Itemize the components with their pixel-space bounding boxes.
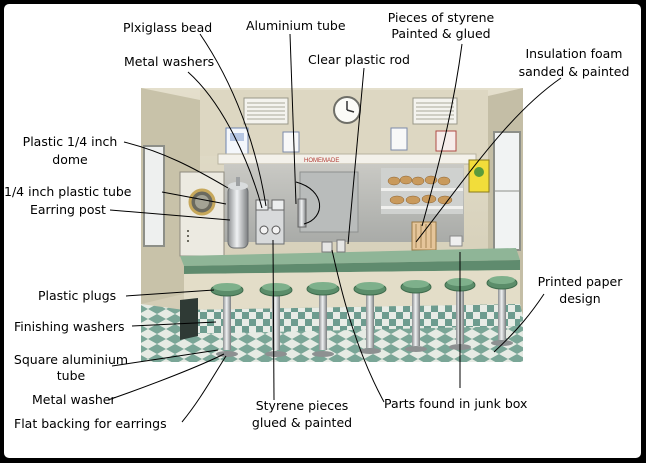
- label-plastic-tube: 1/4 inch plastic tube: [4, 184, 132, 199]
- photo-area: HOMEMADE: [141, 88, 523, 362]
- label-insulation-foam-line2: sanded & painted: [518, 64, 630, 79]
- label-clear-plastic-rod: Clear plastic rod: [308, 52, 410, 67]
- label-plastic-dome-line2: dome: [52, 152, 88, 167]
- label-square-tube-line1: Square aluminium: [13, 352, 129, 367]
- diner-diorama-photo: HOMEMADE: [107, 33, 562, 423]
- label-metal-washers: Metal washers: [124, 54, 215, 69]
- menu-strip-text: HOMEMADE: [304, 158, 339, 164]
- label-styrene-glued-line2: glued & painted: [251, 415, 353, 430]
- stools: [210, 276, 518, 357]
- label-printed-paper-line1: Printed paper: [537, 274, 623, 289]
- label-plastic-dome-line1: Plastic 1/4 inch: [22, 134, 118, 149]
- label-earring-post: Earring post: [30, 202, 106, 217]
- annotation-card: HOMEMADE: [4, 4, 641, 458]
- label-styrene-painted-line2: Painted & glued: [391, 26, 491, 41]
- label-finishing-washers: Finishing washers: [14, 319, 125, 334]
- label-junk-box: Parts found in junk box: [384, 396, 528, 411]
- label-printed-paper-line2: design: [559, 291, 601, 306]
- label-insulation-foam-line1: Insulation foam: [525, 46, 623, 61]
- label-metal-washer: Metal washer: [32, 392, 116, 407]
- label-plastic-plugs: Plastic plugs: [38, 288, 117, 303]
- label-styrene-painted-line1: Pieces of styrene: [387, 10, 495, 25]
- label-square-tube-line2: tube: [56, 368, 86, 383]
- label-styrene-glued-line1: Styrene pieces: [255, 398, 349, 413]
- label-aluminium-tube: Aluminium tube: [246, 18, 346, 33]
- label-plexiglass-bead: Plxiglass bead: [123, 20, 213, 35]
- callout-lines: [107, 33, 562, 423]
- label-flat-backing: Flat backing for earrings: [14, 416, 167, 431]
